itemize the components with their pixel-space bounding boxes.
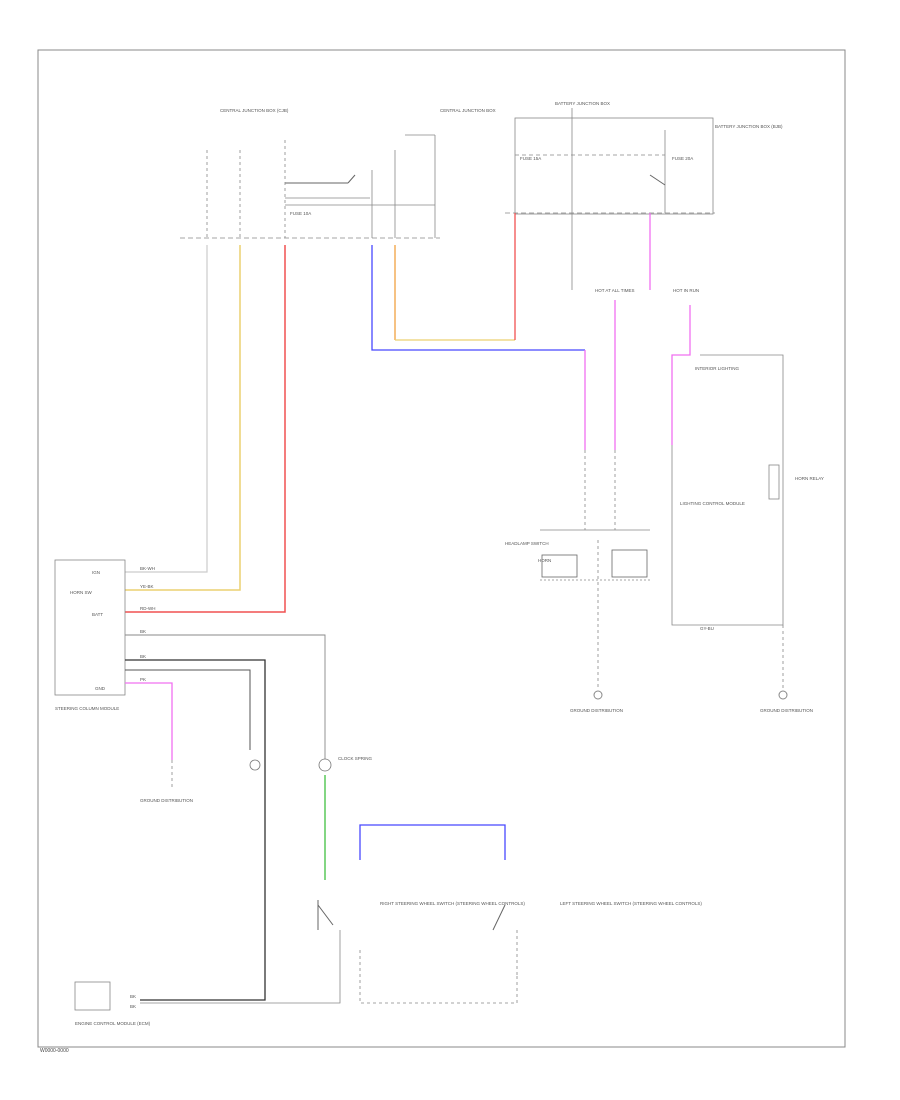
battery-junction-box [514, 108, 714, 215]
wire-blue-top [371, 245, 585, 351]
wire-right-loop [671, 354, 784, 626]
label-interior: INTERIOR LIGHTING [695, 366, 740, 371]
label-steering-module: STEERING COLUMN MODULE [55, 706, 119, 711]
pin-label-4: GND [95, 686, 106, 691]
central-junction-box [285, 134, 436, 238]
figure-id: W0000-0000 [40, 1048, 69, 1054]
label-central-junction-box-2: CENTRAL JUNCTION BOX [440, 108, 496, 113]
wire-bottom-loop [359, 950, 518, 1004]
label-lcm: LIGHTING CONTROL MODULE [680, 501, 745, 506]
wire-red [125, 245, 286, 613]
ground-2 [778, 690, 788, 700]
pin-label-1: IGN [92, 570, 100, 575]
wire-blue-bottom [359, 824, 506, 860]
label-hot-in-run: HOT IN RUN [673, 288, 699, 293]
headlamp-block [540, 529, 650, 690]
component-right-box [768, 464, 780, 500]
wire-bottom-left [140, 1000, 341, 1004]
wire-dark-mod-1 [125, 659, 266, 1001]
label-power-dist: BATTERY JUNCTION BOX [555, 101, 610, 106]
left-switch [492, 904, 518, 975]
label-ground-3: GROUND DISTRIBUTION [140, 798, 193, 803]
wire-label-1: BK-WH [140, 566, 155, 571]
pin-label-3: BATT [92, 612, 103, 617]
component-small [249, 759, 261, 771]
diagram-frame [37, 49, 846, 1048]
label-engine-module: ENGINE CONTROL MODULE (ECM) [75, 1021, 151, 1026]
wire-gray-mod-1 [125, 634, 326, 760]
label-central-junction-box: CENTRAL JUNCTION BOX (CJB) [220, 108, 289, 113]
label-right-switch: RIGHT STEERING WHEEL SWITCH (STEERING WH… [380, 901, 525, 906]
ground-1 [593, 690, 603, 700]
wire-label-8: BK [130, 994, 136, 999]
wire-label-4: BK [140, 629, 146, 634]
label-headlamp-switch: HEADLAMP SWITCH [505, 541, 549, 546]
right-switch [317, 900, 341, 1000]
wire-pink-mod [125, 682, 173, 760]
label-ground-2: GROUND DISTRIBUTION [760, 708, 813, 713]
wire-label-6: PK [140, 677, 146, 682]
pin-label-2: HORN SW [70, 590, 93, 595]
label-fuse2: FUSE 15A [520, 156, 541, 161]
label-fuse1: FUSE 10A [290, 211, 311, 216]
label-horn-relay: HORN RELAY [795, 476, 824, 481]
label-hot-at-all: HOT AT ALL TIMES [595, 288, 635, 293]
label-left-switch: LEFT STEERING WHEEL SWITCH (STEERING WHE… [560, 901, 702, 906]
label-relay-box: BATTERY JUNCTION BOX (BJB) [715, 124, 783, 129]
clock-spring [318, 758, 332, 772]
label-horn: HORN [538, 558, 551, 563]
wire-label-3: RD-WH [140, 606, 156, 611]
wire-label-2: YE-BK [140, 584, 154, 589]
steering-column-module [54, 559, 126, 696]
wire-pink-4 [671, 305, 691, 445]
label-clock-spring: CLOCK SPRING [338, 756, 373, 761]
wire-white [125, 245, 208, 573]
wire-label-7: GY-BU [700, 626, 714, 631]
wire-dark-mod-2 [125, 669, 251, 750]
wire-yellow [125, 245, 241, 591]
wire-label-5: BK [140, 654, 146, 659]
label-fuse3: FUSE 20A [672, 156, 693, 161]
label-ground-1: GROUND DISTRIBUTION [570, 708, 623, 713]
wire-label-9: BK [130, 1004, 136, 1009]
engine-control-module [74, 981, 111, 1011]
